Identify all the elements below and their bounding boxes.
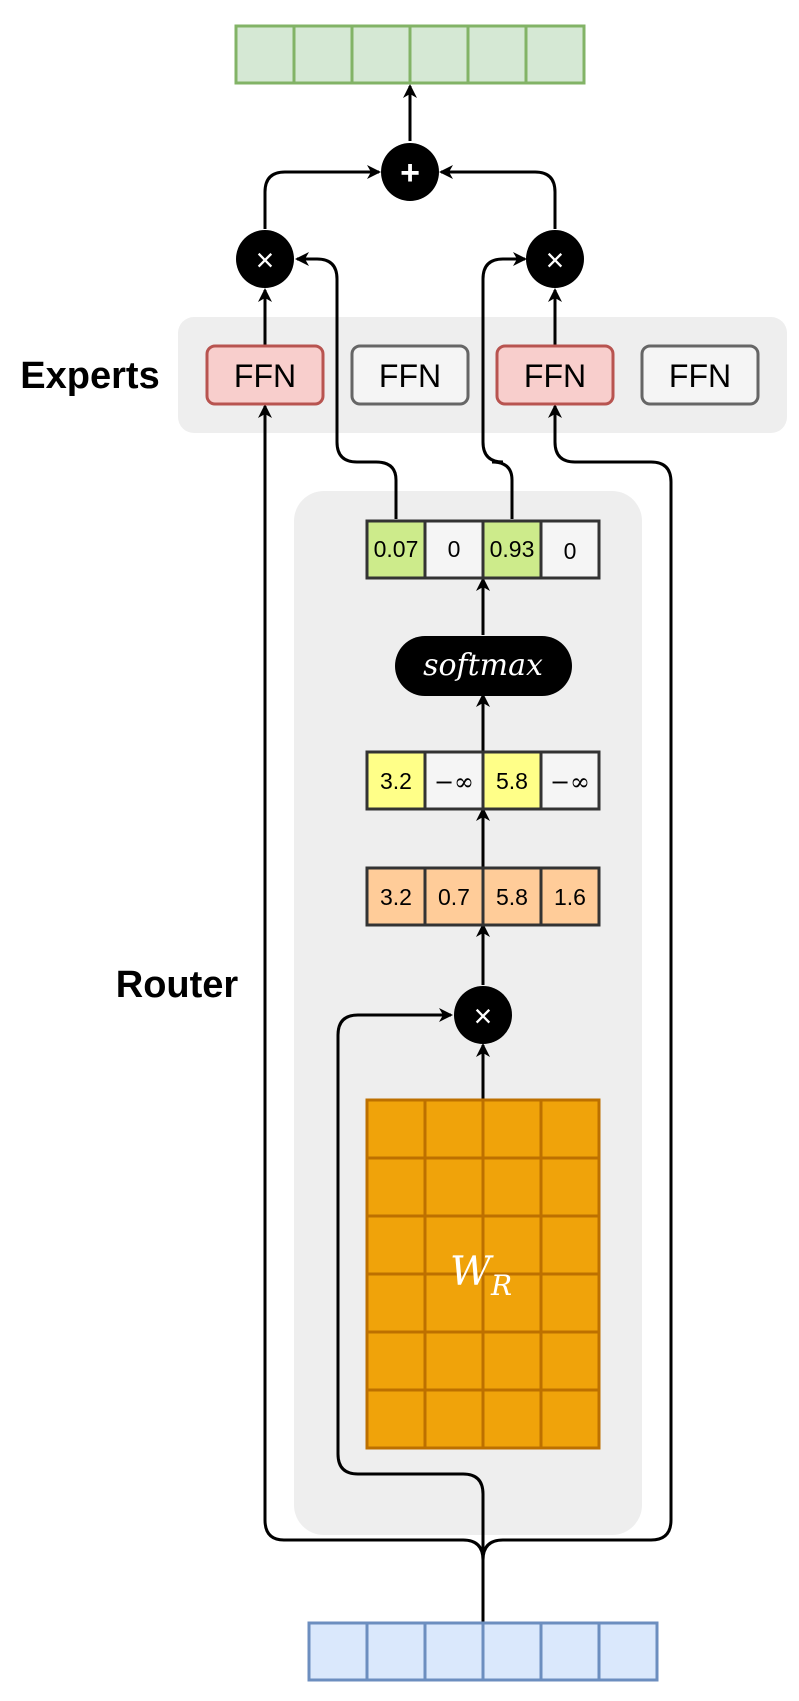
prob-cell [365, 519, 427, 580]
prob-cell [539, 519, 601, 580]
expert-1: FFN [205, 344, 325, 406]
input-cell [481, 1621, 543, 1682]
router-label: Router [116, 964, 239, 1006]
weight-cell [365, 1272, 427, 1334]
weight-cell [539, 1388, 601, 1450]
weight-cell [365, 1156, 427, 1218]
expert-1-label: FFN [234, 358, 296, 394]
expert-2-box [350, 344, 470, 406]
weight-matrix [365, 1098, 601, 1450]
masked-cell [481, 750, 543, 811]
multiply-node-router: × [454, 986, 512, 1044]
multiply-icon: × [474, 998, 493, 1034]
output-vector [234, 24, 586, 85]
weight-cell [365, 1214, 427, 1276]
input-cell [365, 1621, 427, 1682]
weight-cell [481, 1330, 543, 1392]
input-to-ffn1-line [258, 404, 485, 1561]
weight-cell [423, 1098, 485, 1160]
input-cell [307, 1621, 369, 1682]
multiply-node-expert-1: × [236, 230, 294, 288]
expert-4-label: FFN [669, 358, 731, 394]
expert-4: FFN [640, 344, 760, 406]
expert-1-box [205, 344, 325, 406]
prob-value: 0 [564, 538, 577, 564]
gate3-to-multiply-line [481, 252, 527, 519]
output-cell [350, 24, 412, 85]
multiply-icon: × [546, 242, 565, 278]
input-vector [307, 1621, 659, 1682]
logit-value: 3.2 [380, 884, 412, 910]
plus-icon: + [400, 154, 420, 192]
weight-cell [423, 1388, 485, 1450]
expert-2: FFN [350, 344, 470, 406]
weight-cell [481, 1098, 543, 1160]
output-cell [408, 24, 470, 85]
output-cell [466, 24, 528, 85]
weight-cell [539, 1098, 601, 1160]
logit-value: 5.8 [496, 884, 528, 910]
weight-cell [539, 1214, 601, 1276]
masked-value: 5.8 [496, 768, 528, 794]
input-cell [539, 1621, 601, 1682]
masked-cell [539, 750, 601, 811]
logit-value: 1.6 [554, 884, 586, 910]
router-logits: 3.2 0.7 5.8 1.6 [365, 866, 601, 927]
softmax-label: softmax [423, 648, 543, 683]
masked-logits: 3.2 −∞ 5.8 −∞ [365, 750, 601, 811]
weight-cell [423, 1330, 485, 1392]
prob-value: 0 [448, 536, 461, 562]
softmax-node: softmax [395, 636, 572, 696]
weight-cell [423, 1214, 485, 1276]
prob-value: 0.93 [490, 536, 535, 562]
masked-value: −∞ [550, 768, 590, 796]
gate-probabilities: 0.07 0 0.93 0 [365, 519, 601, 580]
experts-label: Experts [20, 355, 159, 397]
multiply3-to-sum-line [439, 165, 557, 229]
sum-node: + [381, 143, 439, 201]
weight-matrix-label: WR [450, 1249, 512, 1302]
prob-cell [481, 519, 543, 580]
weight-cell [481, 1156, 543, 1218]
weight-cell [365, 1330, 427, 1392]
weight-matrix-subscript: R [490, 1269, 512, 1302]
weight-cell [365, 1098, 427, 1160]
logit-cell [481, 866, 543, 927]
weight-cell [423, 1156, 485, 1218]
weight-cell [481, 1388, 543, 1450]
prob-value: 0.07 [374, 536, 419, 562]
masked-value: 3.2 [380, 768, 412, 794]
multiply-node-expert-3: × [526, 230, 584, 288]
weight-cell [539, 1156, 601, 1218]
input-to-ffn3-line [481, 404, 673, 1561]
weight-cell [481, 1214, 543, 1276]
weight-cell [539, 1272, 601, 1334]
weight-cell [539, 1330, 601, 1392]
multiply1-to-sum-line [263, 165, 381, 229]
logit-cell [423, 866, 485, 927]
input-cell [597, 1621, 659, 1682]
expert-2-label: FFN [379, 358, 441, 394]
gate1-to-multiply-line [295, 252, 398, 519]
output-cell [234, 24, 296, 85]
connectors [258, 84, 673, 1622]
logit-cell [539, 866, 601, 927]
input-cell [423, 1621, 485, 1682]
weight-cell [365, 1388, 427, 1450]
output-cell [524, 24, 586, 85]
logit-value: 0.7 [438, 884, 470, 910]
expert-4-box [640, 344, 760, 406]
weight-matrix-symbol: W [450, 1249, 494, 1295]
expert-3-label: FFN [524, 358, 586, 394]
masked-value: −∞ [434, 768, 474, 796]
output-cell [292, 24, 354, 85]
multiply-icon: × [256, 242, 275, 278]
expert-3: FFN [495, 344, 615, 406]
expert-3-box [495, 344, 615, 406]
input-to-router-line [336, 1008, 485, 1560]
